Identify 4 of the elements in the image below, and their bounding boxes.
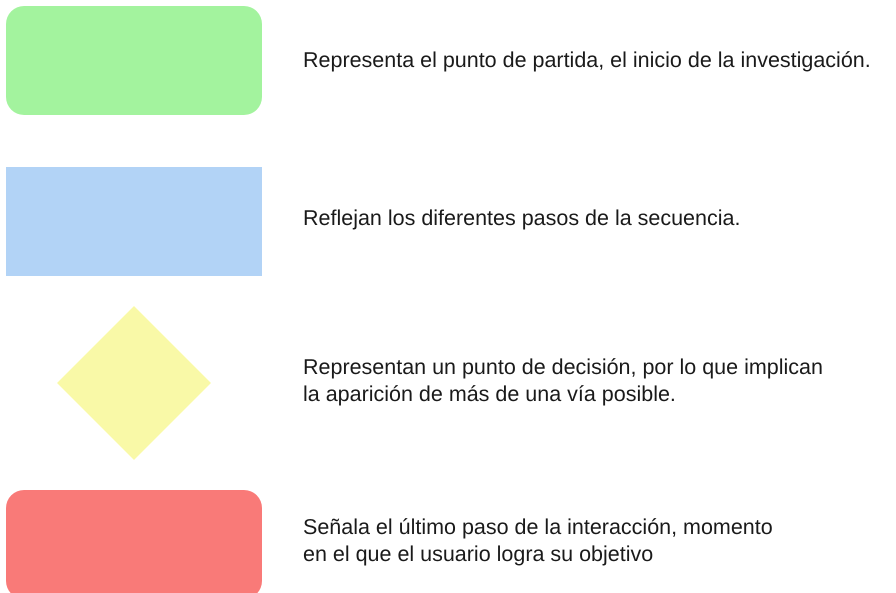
description-text: Señala el último paso de la interacción, momento en el que el usuario logra su objetivo bbox=[303, 514, 774, 568]
description-text: Representa el punto de partida, el inicio de la investigación. bbox=[303, 46, 872, 74]
description-text: Reflejan los diferentes pasos de la secuencia. bbox=[303, 204, 742, 232]
description-text: Representan un punto de decisión, por lo que implican la aparición de más de una vía posible. bbox=[303, 354, 824, 408]
